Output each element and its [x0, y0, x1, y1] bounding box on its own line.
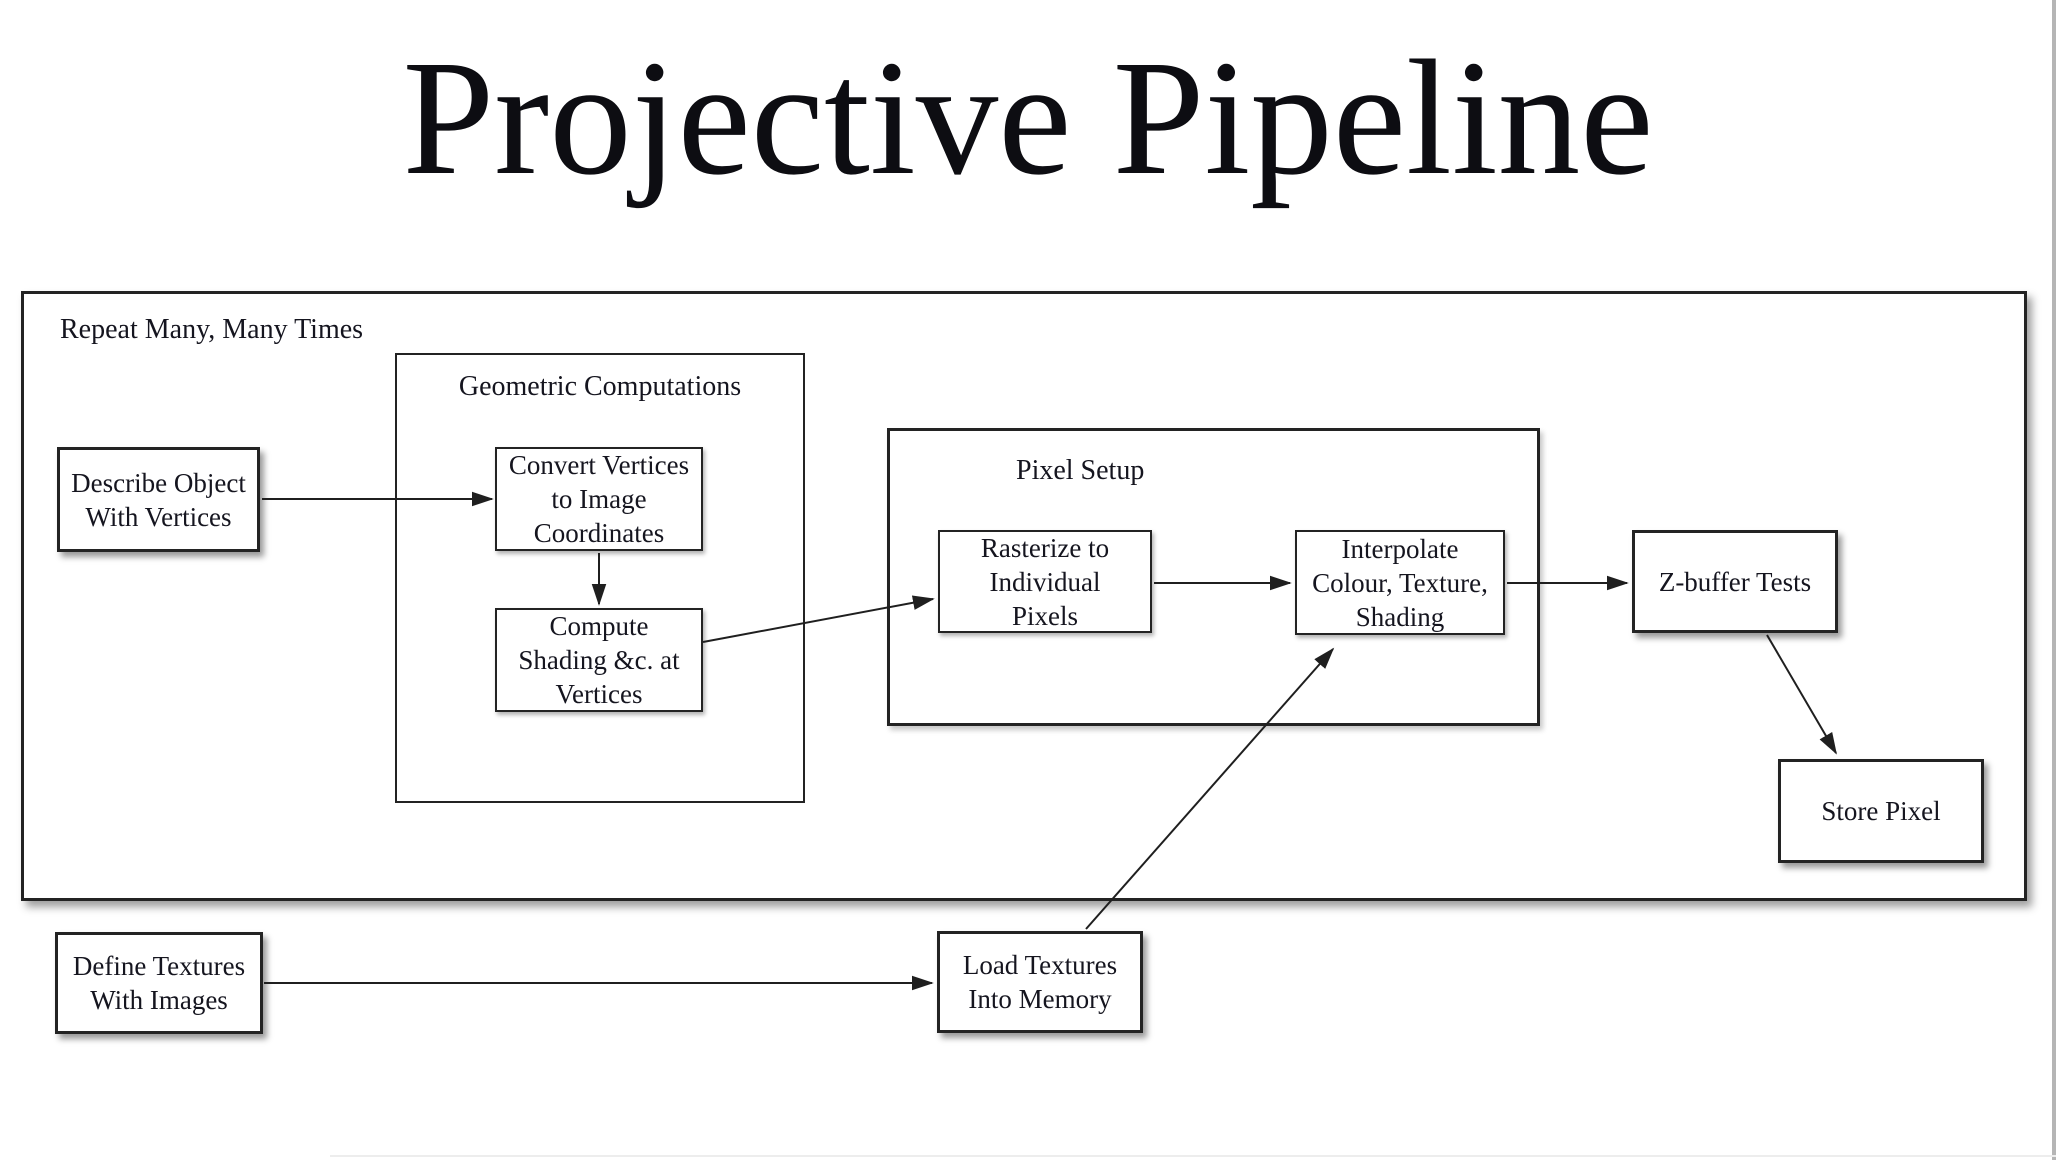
node-label-line: Individual	[989, 566, 1101, 597]
node-rasterize: Rasterize to Individual Pixels	[938, 530, 1152, 633]
node-define-textures: Define Textures With Images	[55, 932, 263, 1034]
right-edge-strip	[2052, 0, 2056, 1160]
node-label-line: Rasterize to	[980, 532, 1110, 563]
node-zbuffer-tests: Z-buffer Tests	[1632, 530, 1838, 633]
node-label-line: Shading &c. at	[518, 645, 680, 675]
node-label-line: With Images	[90, 985, 228, 1015]
node-load-textures: Load Textures Into Memory	[937, 931, 1143, 1033]
geometric-computations-group	[395, 353, 805, 803]
repeat-loop-label: Repeat Many, Many Times	[60, 314, 364, 345]
node-label-line: Load Textures	[962, 950, 1118, 980]
node-label-line: Into Memory	[968, 984, 1112, 1014]
node-label-line: Interpolate	[1341, 533, 1459, 564]
node-label-line: Vertices	[555, 679, 643, 709]
node-label-line: Compute	[549, 611, 649, 641]
node-label-line: Store Pixel	[1821, 796, 1941, 826]
node-label-line: Colour, Texture,	[1312, 567, 1488, 598]
node-label-line: Describe Object	[71, 467, 246, 498]
pixel-setup-label: Pixel Setup	[1016, 455, 1145, 486]
node-store-pixel: Store Pixel	[1778, 759, 1984, 863]
geometric-computations-label: Geometric Computations	[458, 371, 742, 402]
slide-title: Projective Pipeline	[402, 26, 1654, 209]
node-describe-object: Describe Object With Vertices	[57, 447, 260, 552]
node-label-line: With Vertices	[85, 501, 232, 532]
node-compute-shading: Compute Shading &c. at Vertices	[495, 608, 703, 712]
node-label-line: Pixels	[1011, 600, 1078, 631]
bottom-edge-artifact	[330, 1155, 2056, 1157]
node-label-line: Shading	[1355, 601, 1445, 632]
node-interpolate: Interpolate Colour, Texture, Shading	[1295, 530, 1505, 635]
node-label-line: Coordinates	[533, 518, 665, 548]
node-convert-vertices: Convert Vertices to Image Coordinates	[495, 447, 703, 551]
node-label-line: Define Textures	[72, 951, 246, 981]
node-label-line: Convert Vertices	[508, 450, 690, 480]
node-label-line: to Image	[551, 484, 647, 514]
node-label-line: Z-buffer Tests	[1658, 566, 1812, 597]
